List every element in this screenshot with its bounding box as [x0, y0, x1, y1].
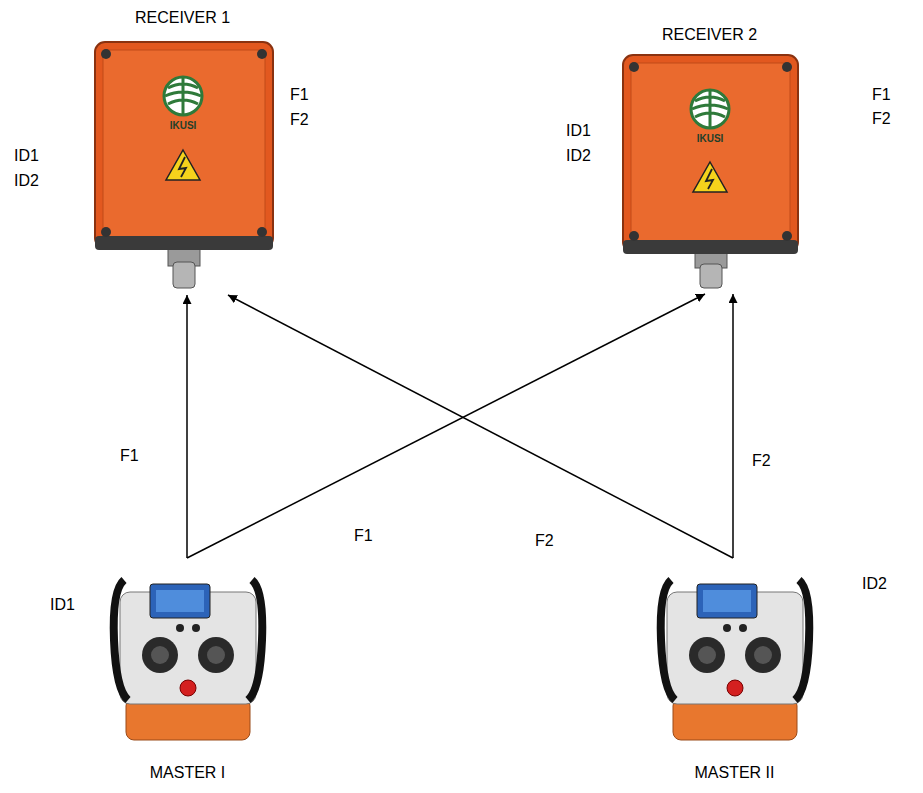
receiver-unit: RECEIVER 1 — [85, 5, 280, 295]
node-title: RECEIVER 2 — [662, 26, 757, 44]
transmitter-unit: MASTER II — [652, 558, 817, 786]
node-title: RECEIVER 1 — [135, 9, 230, 27]
transmitter-unit: MASTER I — [105, 558, 270, 786]
id-frequency-label: ID1 — [14, 147, 39, 165]
receiver-box — [623, 55, 798, 288]
transmitter — [114, 580, 263, 740]
radio-link-arrow — [187, 294, 705, 558]
node-title: MASTER I — [150, 764, 226, 782]
id-frequency-label: ID2 — [566, 147, 591, 165]
radio-link-arrow — [228, 295, 733, 558]
id-frequency-label: ID2 — [862, 575, 887, 593]
id-frequency-label: F1 — [872, 86, 891, 104]
node-title: MASTER II — [694, 764, 774, 782]
id-frequency-label: ID2 — [14, 172, 39, 190]
frequency-label: F2 — [750, 452, 773, 470]
radio-link-arrow — [186, 295, 188, 558]
frequency-label: F1 — [352, 527, 375, 545]
brand-logo-text: IKUSI — [170, 120, 197, 132]
receiver-unit: RECEIVER 2 — [612, 22, 807, 294]
radio-link-arrow — [732, 294, 734, 558]
brand-logo-text: IKUSI — [697, 133, 724, 145]
id-frequency-label: ID1 — [566, 122, 591, 140]
id-frequency-label: F2 — [872, 110, 891, 128]
id-frequency-label: ID1 — [50, 596, 75, 614]
frequency-label: F1 — [118, 447, 141, 465]
transmitter — [661, 580, 810, 740]
id-frequency-label: F1 — [290, 86, 309, 104]
id-frequency-label: F2 — [290, 111, 309, 129]
frequency-label: F2 — [533, 532, 556, 550]
receiver-box — [95, 42, 273, 288]
